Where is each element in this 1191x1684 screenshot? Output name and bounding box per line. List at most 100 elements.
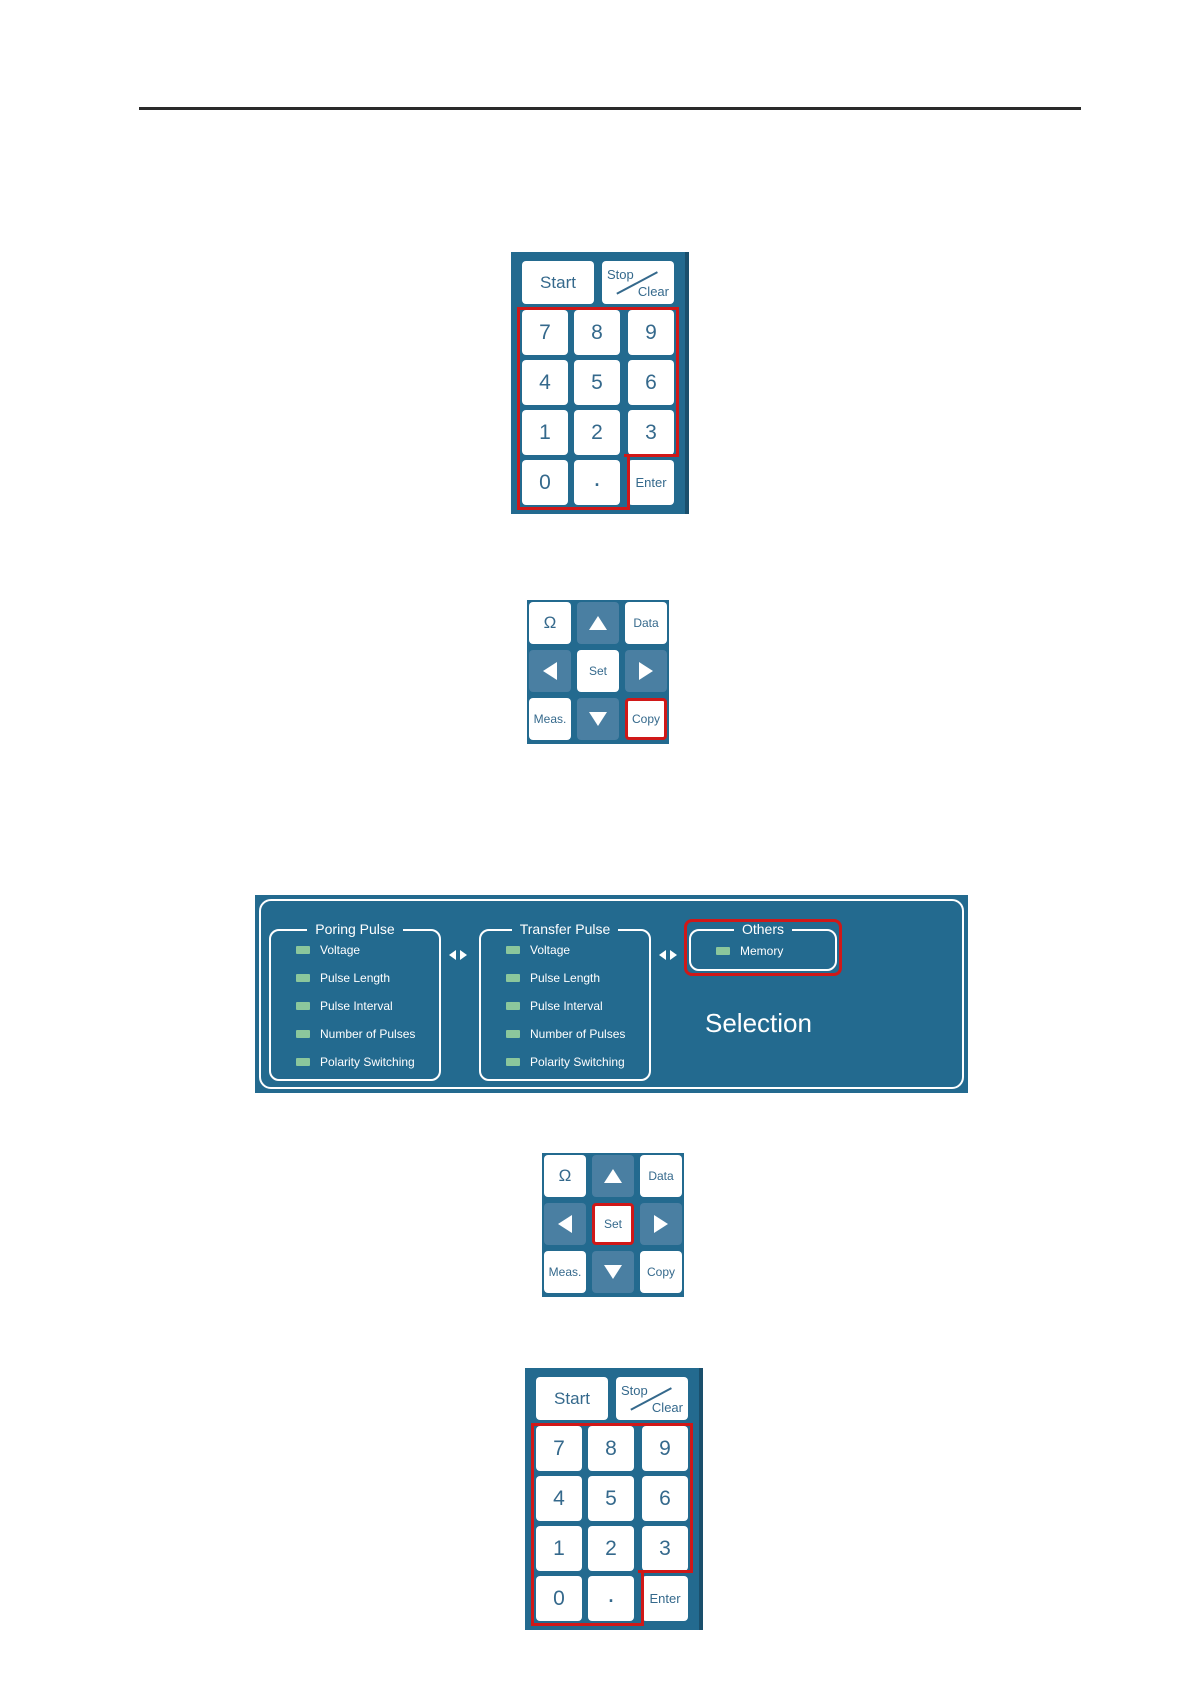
poring-pulse-length-item[interactable]: Pulse Length (296, 971, 390, 985)
key-3[interactable]: 3 (642, 1526, 688, 1571)
navigation-pad-1: Ω Data Set Meas. Copy (527, 600, 669, 744)
start-button[interactable]: Start (522, 261, 594, 304)
navigation-pad-2: Ω Data Set Meas. Copy (542, 1153, 684, 1297)
arrow-left-icon (449, 950, 456, 960)
set-button[interactable]: Set (577, 650, 619, 692)
key-3[interactable]: 3 (628, 410, 674, 455)
down-button[interactable] (592, 1251, 634, 1293)
numeric-keypad-2: Start Stop Clear 7 8 9 4 5 6 1 2 3 0 . E… (525, 1368, 703, 1630)
key-9[interactable]: 9 (642, 1426, 688, 1471)
omega-button[interactable]: Ω (544, 1155, 586, 1197)
memory-item[interactable]: Memory (716, 944, 783, 958)
key-9[interactable]: 9 (628, 310, 674, 355)
start-button[interactable]: Start (536, 1377, 608, 1420)
key-1[interactable]: 1 (522, 410, 568, 455)
meas-button[interactable]: Meas. (544, 1251, 586, 1293)
led-indicator (506, 1002, 520, 1010)
up-button[interactable] (592, 1155, 634, 1197)
led-indicator (296, 946, 310, 954)
key-decimal[interactable]: . (588, 1576, 634, 1621)
selection-label: Selection (705, 1008, 812, 1038)
right-button[interactable] (625, 650, 667, 692)
triangle-up-icon (589, 616, 607, 630)
triangle-down-icon (589, 712, 607, 726)
header-rule (139, 107, 1081, 110)
key-0[interactable]: 0 (536, 1576, 582, 1621)
transfer-polarity-switching-item[interactable]: Polarity Switching (506, 1055, 625, 1069)
transfer-others-arrows (659, 950, 677, 960)
arrow-right-icon (460, 950, 467, 960)
led-indicator (506, 946, 520, 954)
data-button[interactable]: Data (625, 602, 667, 644)
meas-button[interactable]: Meas. (529, 698, 571, 740)
transfer-pulse-title-wrap: Transfer Pulse (481, 921, 649, 939)
left-button[interactable] (529, 650, 571, 692)
set-button[interactable]: Set (592, 1203, 634, 1245)
others-group: Others Memory (689, 921, 837, 971)
item-label: Pulse Interval (320, 999, 393, 1013)
transfer-pulse-length-item[interactable]: Pulse Length (506, 971, 600, 985)
key-7[interactable]: 7 (522, 310, 568, 355)
transfer-pulse-group: Transfer Pulse Voltage Pulse Length Puls… (479, 921, 651, 1081)
key-4[interactable]: 4 (522, 360, 568, 405)
key-decimal[interactable]: . (574, 460, 620, 505)
poring-transfer-arrows (449, 950, 467, 960)
key-2[interactable]: 2 (574, 410, 620, 455)
key-1[interactable]: 1 (536, 1526, 582, 1571)
right-button[interactable] (640, 1203, 682, 1245)
stop-label: Stop (621, 1383, 648, 1398)
selection-panel: Poring Pulse Voltage Pulse Length Pulse … (255, 895, 968, 1093)
led-indicator (506, 1058, 520, 1066)
copy-button[interactable]: Copy (625, 698, 667, 740)
up-button[interactable] (577, 602, 619, 644)
poring-number-of-pulses-item[interactable]: Number of Pulses (296, 1027, 415, 1041)
led-indicator (296, 974, 310, 982)
item-label: Pulse Length (530, 971, 601, 985)
poring-pulse-group: Poring Pulse Voltage Pulse Length Pulse … (269, 921, 441, 1081)
led-indicator (296, 1002, 310, 1010)
enter-button[interactable]: Enter (642, 1576, 688, 1621)
poring-polarity-switching-item[interactable]: Polarity Switching (296, 1055, 415, 1069)
key-6[interactable]: 6 (628, 360, 674, 405)
item-label: Polarity Switching (530, 1055, 625, 1069)
triangle-down-icon (604, 1265, 622, 1279)
numeric-keypad-1: Start Stop Clear 7 8 9 4 5 6 1 2 3 0 . E… (511, 252, 689, 514)
stop-label: Stop (607, 267, 634, 282)
poring-pulse-title-wrap: Poring Pulse (271, 921, 439, 939)
omega-button[interactable]: Ω (529, 602, 571, 644)
enter-button[interactable]: Enter (628, 460, 674, 505)
key-2[interactable]: 2 (588, 1526, 634, 1571)
key-5[interactable]: 5 (574, 360, 620, 405)
poring-voltage-item[interactable]: Voltage (296, 943, 360, 957)
transfer-number-of-pulses-item[interactable]: Number of Pulses (506, 1027, 625, 1041)
triangle-up-icon (604, 1169, 622, 1183)
key-8[interactable]: 8 (588, 1426, 634, 1471)
clear-label: Clear (637, 284, 669, 299)
item-label: Memory (740, 944, 784, 958)
key-0[interactable]: 0 (522, 460, 568, 505)
transfer-pulse-title: Transfer Pulse (511, 921, 619, 937)
transfer-pulse-interval-item[interactable]: Pulse Interval (506, 999, 603, 1013)
key-7[interactable]: 7 (536, 1426, 582, 1471)
clear-label: Clear (651, 1400, 683, 1415)
item-label: Pulse Length (320, 971, 391, 985)
led-indicator (716, 947, 730, 955)
down-button[interactable] (577, 698, 619, 740)
stop-clear-button[interactable]: Stop Clear (602, 261, 674, 304)
key-8[interactable]: 8 (574, 310, 620, 355)
triangle-left-icon (558, 1215, 572, 1233)
others-title-wrap: Others (691, 921, 835, 939)
stop-clear-button[interactable]: Stop Clear (616, 1377, 688, 1420)
key-6[interactable]: 6 (642, 1476, 688, 1521)
transfer-voltage-item[interactable]: Voltage (506, 943, 570, 957)
triangle-left-icon (543, 662, 557, 680)
others-title: Others (733, 921, 792, 937)
poring-pulse-interval-item[interactable]: Pulse Interval (296, 999, 393, 1013)
item-label: Polarity Switching (320, 1055, 415, 1069)
copy-button[interactable]: Copy (640, 1251, 682, 1293)
left-button[interactable] (544, 1203, 586, 1245)
key-4[interactable]: 4 (536, 1476, 582, 1521)
led-indicator (296, 1058, 310, 1066)
data-button[interactable]: Data (640, 1155, 682, 1197)
key-5[interactable]: 5 (588, 1476, 634, 1521)
